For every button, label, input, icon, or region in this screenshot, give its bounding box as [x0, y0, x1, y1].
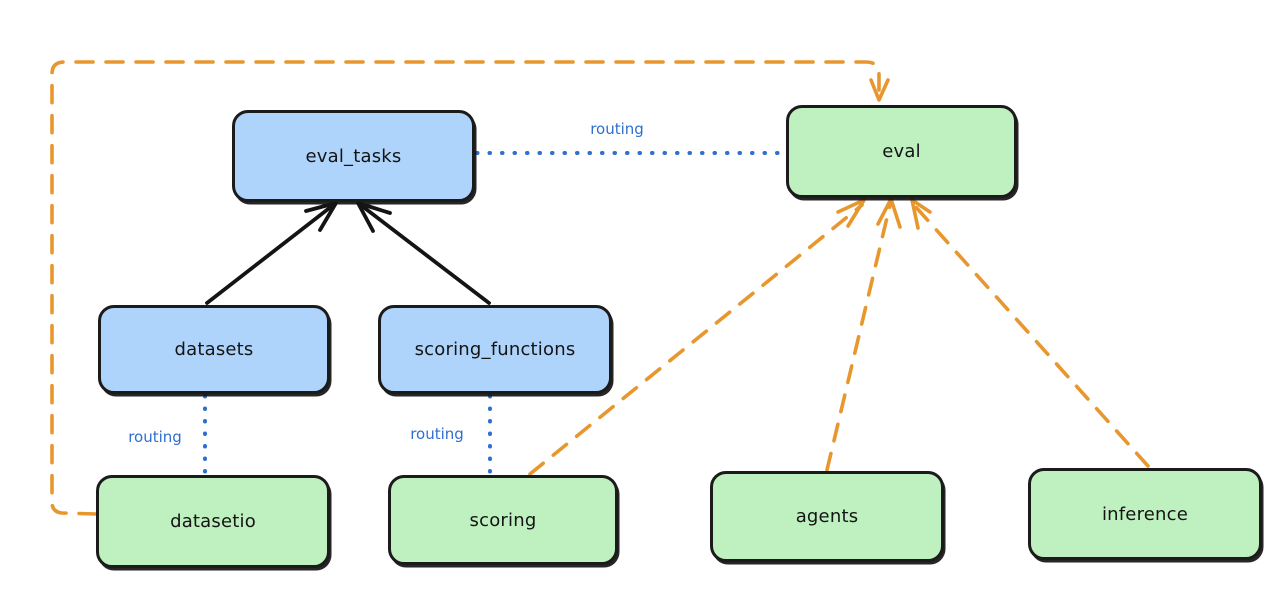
edge-label-routing-datasets-datasetio: routing: [128, 428, 182, 446]
node-label-eval: eval: [882, 141, 921, 162]
node-label-scoring-functions: scoring_functions: [414, 339, 576, 360]
edge-datasetio-to-eval: [50, 60, 890, 516]
node-datasets[interactable]: datasets: [98, 305, 330, 394]
edge-scoring-functions-to-eval-tasks: [356, 201, 491, 305]
node-datasetio[interactable]: datasetio: [96, 475, 330, 568]
node-label-datasets: datasets: [174, 339, 254, 360]
node-eval-tasks[interactable]: eval_tasks: [232, 110, 475, 202]
node-scoring[interactable]: scoring: [388, 475, 618, 565]
node-label-scoring: scoring: [469, 509, 537, 531]
node-label-datasetio: datasetio: [170, 511, 256, 532]
node-label-eval-tasks: eval_tasks: [305, 145, 402, 167]
edge-scoring-to-eval: [528, 198, 866, 476]
node-inference[interactable]: inference: [1028, 468, 1262, 560]
node-label-agents: agents: [795, 506, 859, 527]
edge-label-routing-eval-tasks-eval: routing: [590, 120, 644, 138]
edge-agents-to-eval: [825, 197, 902, 472]
node-label-inference: inference: [1101, 503, 1189, 525]
node-agents[interactable]: agents: [710, 471, 944, 562]
node-scoring-functions[interactable]: scoring_functions: [378, 305, 612, 394]
edge-label-routing-scoring-functions-scoring: routing: [410, 425, 464, 443]
node-eval[interactable]: eval: [786, 105, 1017, 198]
edge-datasets-to-eval-tasks: [205, 201, 338, 305]
edge-inference-to-eval: [910, 198, 1150, 468]
